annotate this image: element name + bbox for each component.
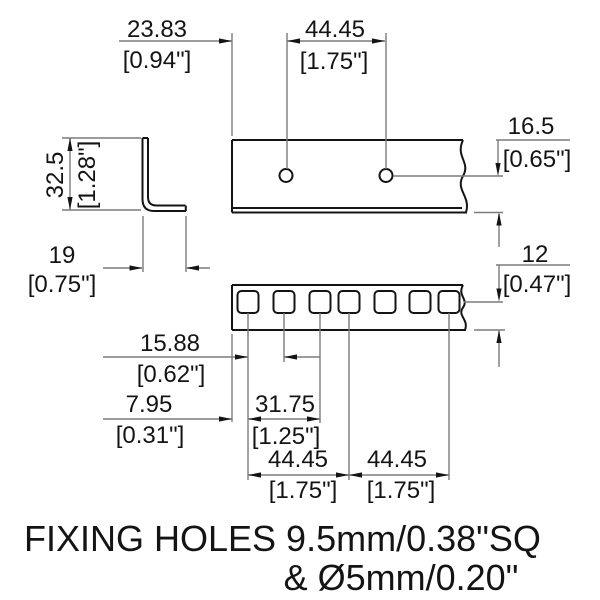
dim-text-7-95-mm: 7.95 (126, 391, 173, 418)
arrowhead (284, 354, 297, 360)
bracket-outer-edge (141, 138, 186, 212)
arrowhead (67, 197, 73, 210)
arrowhead (287, 38, 300, 44)
dim-text-15-88-mm: 15.88 (140, 330, 200, 357)
arrowhead (248, 416, 261, 422)
arrowhead (436, 472, 449, 478)
dim-text-15-88-in: [0.62"] (137, 361, 206, 388)
arrowhead (219, 38, 232, 44)
dimension-labels: 23.83 [0.94"] 44.45 [1.75"] 16.5 [0.65"]… (28, 16, 572, 504)
arrowhead (307, 416, 320, 422)
dim-text-19-mm: 19 (49, 242, 76, 269)
dim-text-32-5-in: [1.28"] (74, 141, 101, 210)
dim-text-12-mm: 12 (522, 241, 549, 268)
square-hole-4 (337, 290, 361, 314)
strip-break-line (460, 284, 467, 331)
dim-text-44-45-top-mm: 44.45 (305, 16, 365, 43)
dim-text-44-45-b2-mm: 44.45 (367, 446, 427, 473)
square-hole-2 (272, 290, 296, 314)
dim-text-12-in: [0.47"] (503, 271, 572, 298)
dim-text-44-45-top-in: [1.75"] (300, 48, 369, 75)
dim-text-44-45-b2-in: [1.75"] (367, 477, 436, 504)
dim-text-44-45-b1-mm: 44.45 (268, 446, 328, 473)
square-hole-3 (308, 290, 332, 314)
arrowhead (67, 138, 73, 151)
square-hole-5 (373, 290, 397, 314)
leader-16-5 (496, 139, 570, 164)
dim-text-32-5-mm: 32.5 (42, 152, 69, 199)
arrowhead (496, 212, 502, 226)
arrowhead (248, 472, 261, 478)
arrowhead (235, 354, 248, 360)
dim-text-23-83-mm: 23.83 (127, 16, 187, 43)
arrowhead (349, 472, 362, 478)
dimension-arrowheads (67, 38, 502, 478)
angle-bracket-side-view (141, 137, 187, 212)
title-line-2: & Ø5mm/0.20" (284, 557, 519, 598)
dim-text-44-45-b1-in: [1.75"] (269, 477, 338, 504)
dim-text-31-75-mm: 31.75 (255, 391, 315, 418)
bracket-inner-edge (147, 138, 186, 207)
arrowhead (219, 416, 232, 422)
dim-text-16-5-in: [0.65"] (503, 146, 572, 173)
arrowhead (496, 330, 502, 343)
arrowhead (372, 38, 385, 44)
round-hole-1 (278, 168, 294, 183)
arrowhead (186, 265, 199, 271)
dim-text-23-83-in: [0.94"] (123, 47, 192, 74)
dim-text-16-5-mm: 16.5 (508, 113, 555, 140)
square-hole-7 (437, 290, 461, 314)
arrowhead (129, 265, 143, 271)
arrowhead (496, 288, 502, 302)
dim-text-7-95-in: [0.31"] (116, 422, 185, 449)
square-hole-6 (408, 290, 432, 314)
title-line-1: FIXING HOLES 9.5mm/0.38"SQ (24, 518, 541, 559)
arrowhead (495, 163, 501, 176)
dim-text-31-75-in: [1.25"] (252, 423, 321, 450)
round-hole-2 (378, 168, 394, 183)
arrowhead (336, 472, 349, 478)
leader-12 (496, 264, 570, 290)
square-hole-1 (236, 290, 260, 314)
dim-text-19-in: [0.75"] (28, 271, 97, 298)
drawing-title: FIXING HOLES 9.5mm/0.38"SQ & Ø5mm/0.20" (24, 518, 541, 598)
